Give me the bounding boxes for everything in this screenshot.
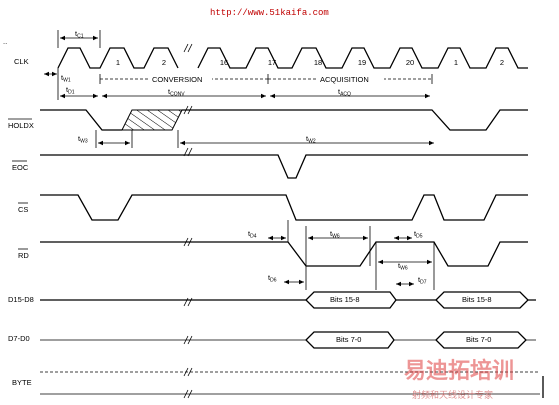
break-mark	[183, 43, 193, 53]
signal-name-eoc: EOC	[12, 163, 29, 172]
conversion-label-bg	[150, 74, 212, 84]
signal-name-rd: RD	[18, 251, 29, 260]
phase-label-conversion: CONVERSION	[152, 75, 202, 84]
timing-label-tw1: tW1	[61, 73, 71, 84]
source-url: http://www.51kaifa.com	[210, 8, 329, 18]
cs-waveform	[40, 194, 528, 221]
phase-label-acquisition: ACQUISITION	[320, 75, 369, 84]
clock-number: 18	[314, 58, 322, 67]
timing-label-tc1: tC1	[75, 29, 84, 40]
timing-label-tw6-bottom: tW6	[398, 261, 408, 272]
timing-label-tacq: tACQ	[338, 87, 351, 98]
timing-label-td6: tD6	[268, 273, 277, 284]
clock-number: 1	[454, 58, 458, 67]
timing-label-tw6-top: tW6	[330, 229, 340, 240]
timing-label-tw3: tW3	[78, 134, 88, 145]
clock-number: 17	[268, 58, 276, 67]
clock-number: 16	[220, 58, 228, 67]
acquisition-label-bg	[318, 74, 384, 84]
signal-name-d7-d0: D7-D0	[8, 334, 30, 343]
signal-name-d15-d8: D15-D8	[8, 295, 34, 304]
signal-name-cs: CS	[18, 205, 28, 214]
corner-mark: ..	[3, 37, 7, 46]
clock-number: 19	[358, 58, 366, 67]
bus-label-high-1: Bits 15-8	[330, 295, 360, 304]
timing-label-td4: tD4	[248, 229, 257, 240]
bus-label-low-1: Bits 7-0	[336, 335, 361, 344]
timing-label-td1: tD1	[66, 85, 75, 96]
signal-name-byte: BYTE	[12, 378, 32, 387]
clk-waveform	[57, 47, 528, 69]
timing-label-td7: tD7	[418, 275, 427, 286]
rd-waveform	[40, 241, 528, 267]
bus-label-low-2: Bits 7-0	[466, 335, 491, 344]
holdx-waveform	[40, 109, 528, 131]
d7-d0-valid-2	[435, 331, 527, 349]
clock-number: 1	[116, 58, 120, 67]
d15-d8-valid-2	[435, 291, 529, 309]
timing-label-tw2: tW2	[306, 134, 316, 145]
signal-name-clk: CLK	[14, 57, 29, 66]
timing-label-td5: tD5	[414, 229, 423, 240]
clock-number: 2	[500, 58, 504, 67]
d15-d8-valid-1	[305, 291, 397, 309]
signal-name-holdx: HOLDX	[8, 121, 34, 130]
break-mark	[183, 297, 193, 307]
watermark-big: 易迪拓培训	[404, 358, 514, 384]
eoc-waveform	[40, 154, 528, 179]
clock-number: 2	[162, 58, 166, 67]
watermark-small: 射频和天线设计专家	[412, 389, 493, 401]
clock-number: 20	[406, 58, 414, 67]
timing-label-tconv: tCONV	[168, 87, 185, 98]
d7-d0-valid-1	[305, 331, 395, 349]
holdx-hatch-region	[121, 109, 183, 131]
bus-label-high-2: Bits 15-8	[462, 295, 492, 304]
